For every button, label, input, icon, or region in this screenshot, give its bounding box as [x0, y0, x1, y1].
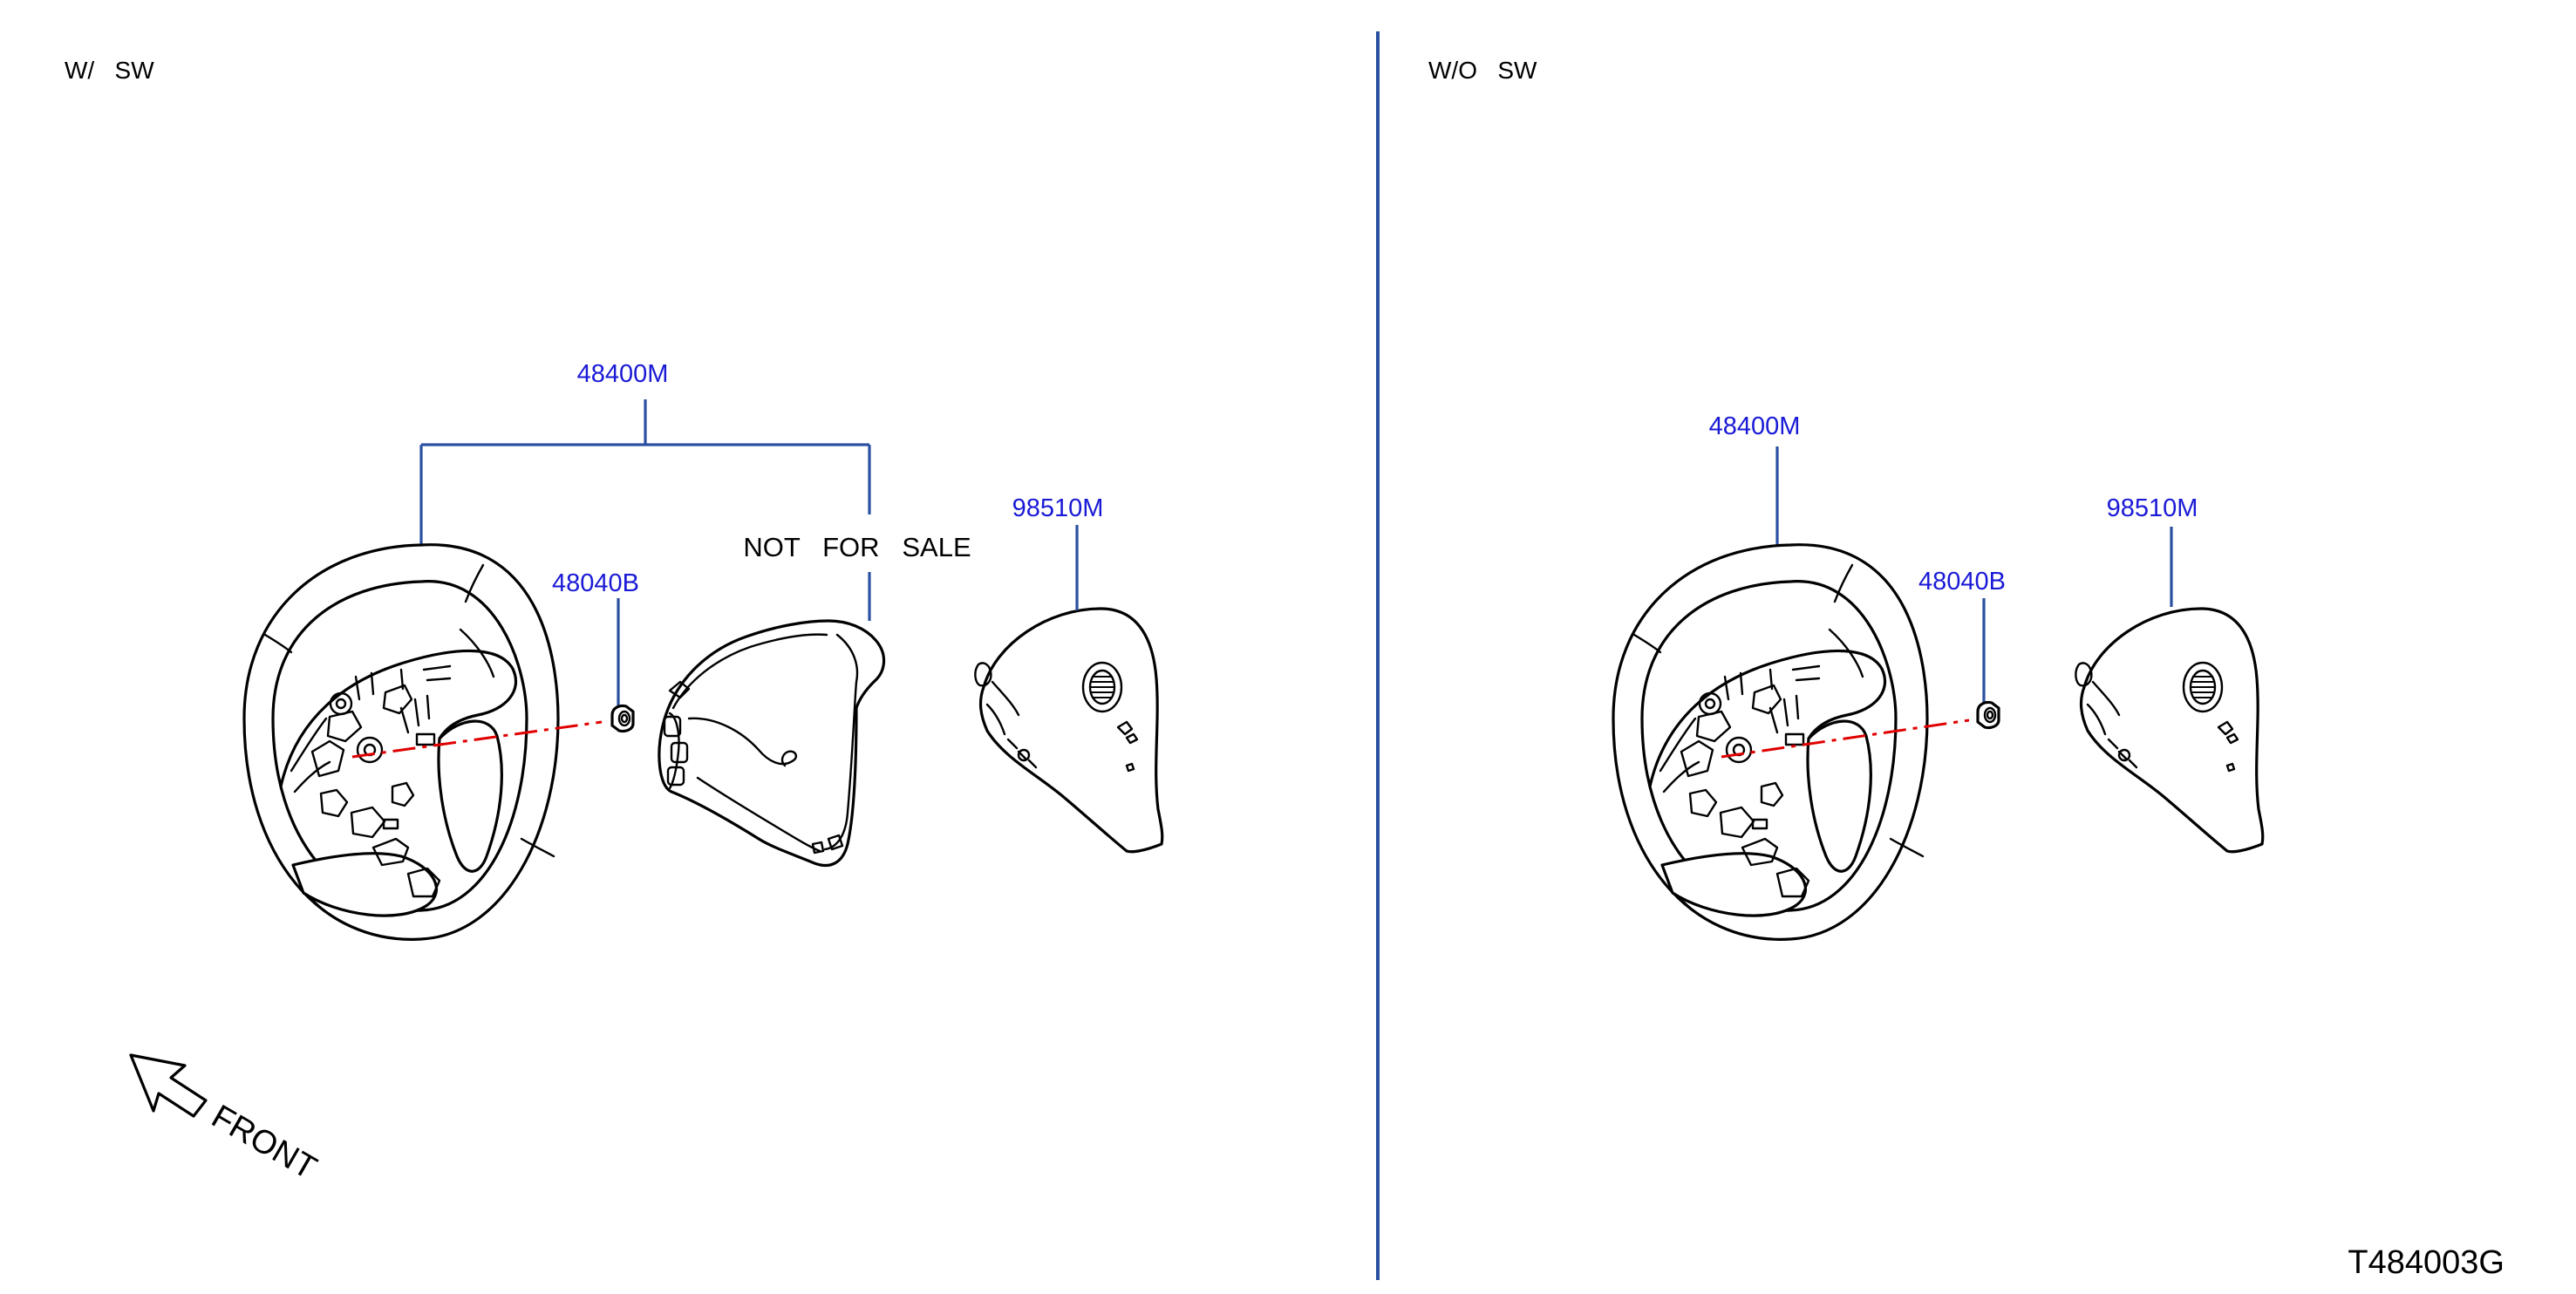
front-direction-arrow-icon [129, 1053, 208, 1118]
part-number-nut-left[interactable]: 48040B [552, 569, 639, 597]
part-number-steering-wheel[interactable]: 48400M [577, 360, 669, 388]
air-bag-module-left [973, 607, 1164, 854]
assembly-axis-right [1721, 719, 1970, 759]
steering-wheel-with-switch [242, 543, 560, 941]
part-number-air-bag-right[interactable]: 98510M [2107, 494, 2198, 522]
section-label-without-switch: W/O SW [1428, 57, 1537, 84]
switch-cover-assembly [658, 619, 886, 868]
front-label: FRONT [206, 1098, 323, 1187]
part-number-air-bag-left[interactable]: 98510M [1012, 494, 1104, 522]
air-bag-module-right [2074, 607, 2265, 854]
part-number-steering-wheel-right[interactable]: 48400M [1709, 412, 1801, 440]
not-for-sale-note: NOT FOR SALE [743, 532, 971, 562]
wheel-leader-left [419, 399, 871, 621]
section-label-with-switch: W/ SW [65, 57, 154, 84]
figure-id: T484003G [2348, 1244, 2504, 1281]
part-number-nut-right[interactable]: 48040B [1918, 568, 2006, 596]
nut-right [1976, 700, 2000, 730]
assembly-axis-left [351, 720, 603, 759]
steering-wheel-without-switch [1612, 543, 1929, 941]
nut-left [610, 704, 635, 733]
